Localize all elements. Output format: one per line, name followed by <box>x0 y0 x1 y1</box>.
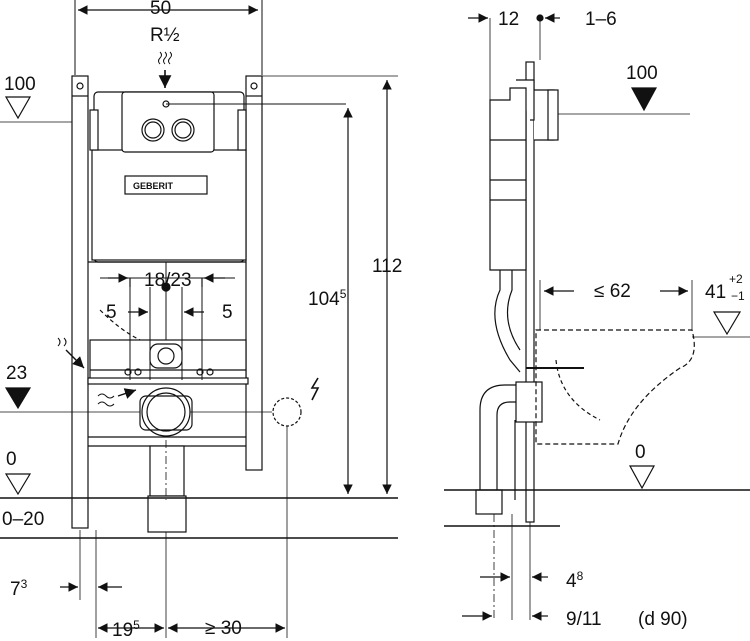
front-level-23-label: 23 <box>6 363 28 384</box>
frame-right-post <box>245 75 263 471</box>
foot-offset-label: 73 <box>10 577 28 600</box>
side-view <box>444 13 750 621</box>
level-23-marker-icon <box>4 387 32 410</box>
bowl-height-tol-minus: −1 <box>731 289 745 303</box>
waste-outlet <box>141 387 191 437</box>
electrical-outlet-icon <box>272 397 302 427</box>
side-frame-post <box>525 61 535 523</box>
pipe-diameter-label: (d 90) <box>638 609 688 630</box>
frame-left-post <box>71 75 89 529</box>
bowl-height-tol-plus: +2 <box>729 272 743 286</box>
width-label: 50 <box>150 0 172 19</box>
center-offset-label: 195 <box>112 618 140 641</box>
side-level-0-label: 0 <box>635 442 646 463</box>
side-level-100-marker-icon <box>630 87 658 112</box>
side-level-100-label: 100 <box>626 63 658 84</box>
level-100-marker-icon <box>4 96 32 120</box>
level-0-marker-icon <box>4 473 32 496</box>
bowl-height-label: 41 <box>705 282 727 303</box>
bowl-height-marker-icon <box>712 311 742 336</box>
flush-plate <box>121 91 215 153</box>
pipe-offset-label: 48 <box>566 569 584 592</box>
top-width-label: 12 <box>498 9 520 30</box>
floor-range-label: 0–20 <box>2 509 45 530</box>
lightning-icon <box>310 377 320 401</box>
side-level-0-marker-icon <box>628 465 656 490</box>
top-gap-label: 1–6 <box>585 9 617 30</box>
brand-logo-box <box>124 175 208 195</box>
front-level-0-label: 0 <box>6 449 17 470</box>
supply-label: R½ <box>150 25 180 46</box>
height-inner-label: 1045 <box>308 287 347 310</box>
geberit-logo: GEBERIT <box>133 181 174 191</box>
wc-bowl-outline <box>535 329 695 445</box>
pipe-distance-label: 9/11 <box>566 609 602 630</box>
bowl-depth-label: ≤ 62 <box>594 281 631 302</box>
side-cistern <box>489 87 527 271</box>
front-view <box>0 0 398 638</box>
spacing-label: 18/23 <box>144 270 192 291</box>
electrical-offset-label: ≥ 30 <box>205 618 242 639</box>
offset-left-label: 5 <box>106 302 117 323</box>
offset-right-label: 5 <box>222 302 233 323</box>
height-total-label: 112 <box>372 256 403 277</box>
front-level-100-label: 100 <box>4 74 36 95</box>
flush-button-right <box>171 118 195 142</box>
flush-button-left <box>141 118 165 142</box>
